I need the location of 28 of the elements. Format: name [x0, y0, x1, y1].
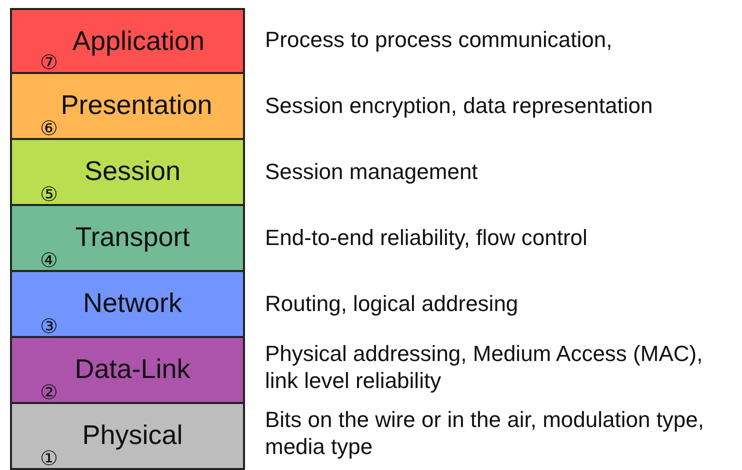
layer-description: Routing, logical addresing — [265, 290, 520, 317]
layer-name: Transport — [74, 221, 191, 253]
layer-description: Physical addressing, Medium Access (MAC), link level reliability — [265, 340, 704, 394]
layer-name: Network — [82, 287, 184, 319]
layer-description: End-to-end reliability, flow control — [265, 224, 588, 251]
layer-number: ⑤ — [40, 182, 58, 206]
layer-name: Data-Link — [74, 353, 192, 385]
layer-description: Process to process communication, — [265, 26, 614, 53]
layer-band — [10, 272, 245, 338]
layer-band — [10, 338, 245, 404]
layer-description: Bits on the wire or in the air, modulation type, media type — [265, 406, 706, 460]
layer-number: ④ — [40, 248, 58, 272]
layer-number: ② — [40, 380, 58, 404]
layer-name: Application — [71, 25, 206, 57]
layer-band — [10, 74, 245, 140]
layer-number: ① — [40, 446, 58, 470]
layer-number: ⑦ — [40, 50, 58, 74]
layer-name: Session — [83, 155, 182, 187]
layer-band — [10, 206, 245, 272]
layer-description: Session management — [265, 158, 479, 185]
layer-description: Session encryption, data representation — [265, 92, 654, 119]
layer-number: ③ — [40, 314, 58, 338]
layer-band — [10, 404, 245, 470]
layer-name: Physical — [81, 419, 184, 451]
layer-name: Presentation — [60, 89, 214, 121]
layer-number: ⑥ — [40, 116, 58, 140]
layer-band — [10, 140, 245, 206]
layer-band — [10, 8, 245, 74]
